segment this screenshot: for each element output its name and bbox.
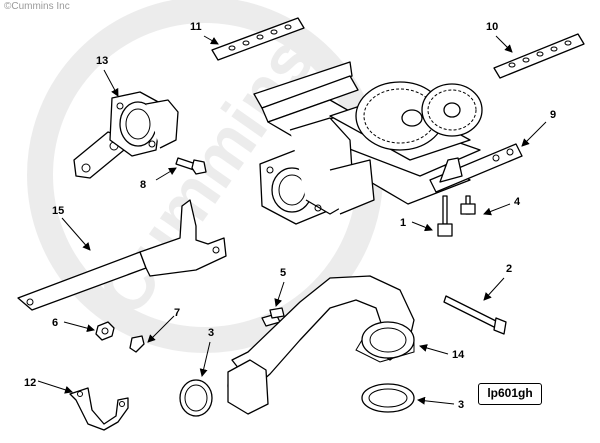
callout-1: 1 xyxy=(400,217,406,229)
callout-9: 9 xyxy=(550,109,556,121)
o-ring-3-right xyxy=(361,383,415,413)
clamp-12 xyxy=(69,387,129,431)
bolt-2 xyxy=(443,295,507,335)
callout-8: 8 xyxy=(140,179,146,191)
capscrew-1 xyxy=(437,195,453,237)
callout-10: 10 xyxy=(486,21,498,33)
bracket-13 xyxy=(73,91,179,179)
o-ring-3-left xyxy=(179,379,213,417)
callout-14: 14 xyxy=(452,349,465,361)
callout-labels: 11 10 13 8 9 1 4 15 2 5 6 7 3 14 12 3 xyxy=(24,21,556,411)
callout-6: 6 xyxy=(52,317,58,329)
callout-5: 5 xyxy=(280,267,286,279)
callout-12: 12 xyxy=(24,377,36,389)
gasket-strip-10 xyxy=(493,33,585,79)
callout-7: 7 xyxy=(174,307,180,319)
callout-3-right: 3 xyxy=(458,399,464,411)
callout-13: 13 xyxy=(96,55,108,67)
support-bracket-15 xyxy=(17,199,227,311)
callout-15: 15 xyxy=(52,205,64,217)
leader-lines xyxy=(37,35,547,405)
capscrew-4 xyxy=(460,195,476,215)
capscrew-5 xyxy=(261,307,285,327)
callout-2: 2 xyxy=(506,263,512,275)
gasket-strip-11 xyxy=(211,17,305,61)
capscrew-7 xyxy=(129,335,145,353)
suction-tube-14 xyxy=(227,275,415,415)
oil-pump-assembly xyxy=(253,61,523,225)
capscrew-8 xyxy=(175,157,207,175)
nut-6 xyxy=(95,321,115,341)
callout-11: 11 xyxy=(190,21,202,33)
figure-id-box: lp601gh xyxy=(478,383,542,405)
callout-3-left: 3 xyxy=(208,327,214,339)
copyright-text: ©Cummins Inc xyxy=(4,1,70,12)
callout-4: 4 xyxy=(514,196,521,208)
